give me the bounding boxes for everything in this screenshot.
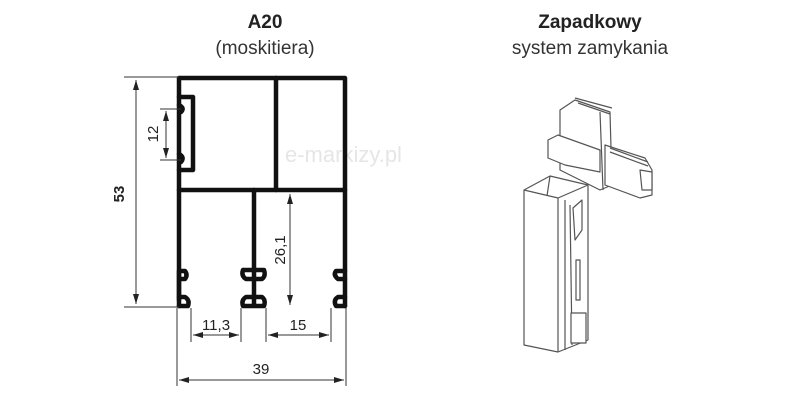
a20-profile-section: [176, 75, 348, 309]
dimension-lines: [124, 76, 347, 386]
dim-right-gap-label: 15: [290, 317, 307, 334]
dim-height-label: 53: [111, 186, 128, 203]
profile-subtitle: (moskitiera): [215, 38, 315, 59]
latch-lock-illustration: [523, 97, 653, 353]
dim-width-label: 39: [253, 361, 270, 378]
profile-title: A20: [247, 12, 283, 33]
lock-subtitle: system zamykania: [511, 38, 669, 59]
dim-left-gap-label: 11,3: [202, 317, 230, 334]
dim-inner-height-label: 26,1: [272, 235, 289, 264]
lock-title: Zapadkowy: [538, 12, 642, 33]
dim-slot-label: 12: [145, 126, 162, 143]
